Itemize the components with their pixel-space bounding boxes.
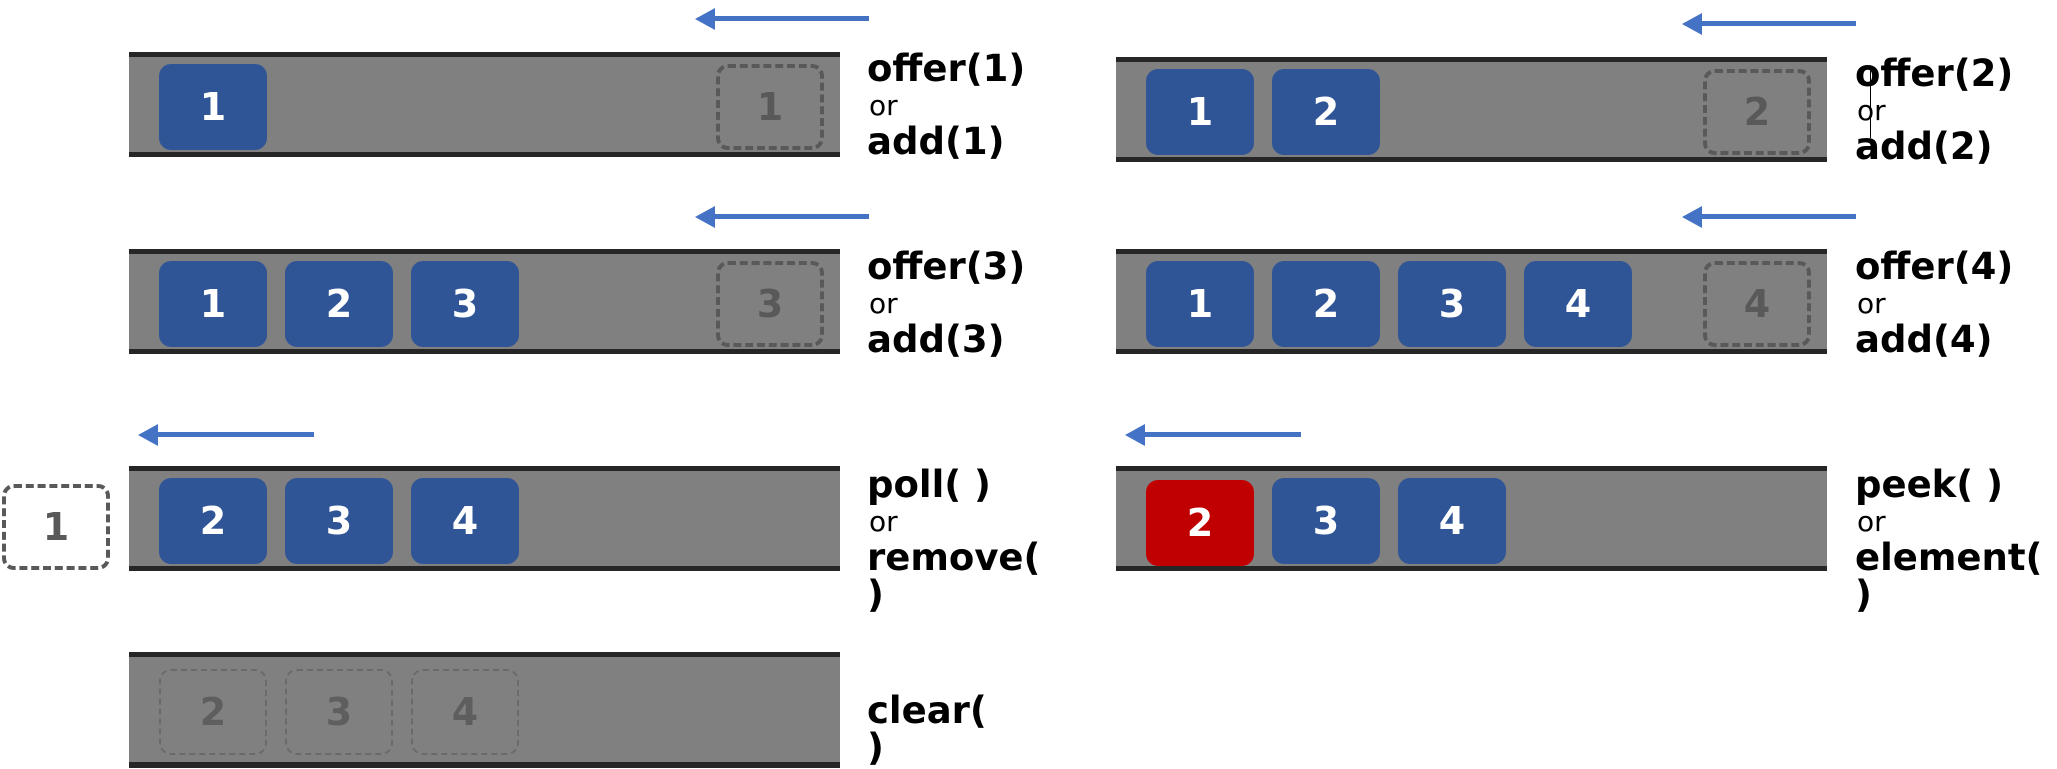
- queue-bar: 2 3 4: [1116, 466, 1827, 571]
- operation-or: or: [869, 89, 898, 122]
- operation-or: or: [1857, 505, 1886, 538]
- front-arrow: [1125, 423, 1301, 446]
- queue-element: 1: [159, 261, 267, 347]
- queue-bar: 1 2 2: [1116, 57, 1827, 162]
- operation-secondary: add(4): [1855, 318, 1993, 361]
- operation-or: or: [869, 287, 898, 320]
- incoming-element: 4: [1703, 261, 1811, 347]
- remove-arrow: [138, 423, 314, 446]
- queue-element: 4: [411, 478, 519, 564]
- operation-or: or: [869, 505, 898, 538]
- queue-element: 1: [159, 64, 267, 150]
- head-element: 2: [1146, 480, 1254, 566]
- queue-element: 2: [1272, 69, 1380, 155]
- operation-or: or: [1857, 287, 1886, 320]
- operation-primary: clear( ): [867, 689, 987, 769]
- queue-bar: 1 2 3 3: [129, 249, 840, 354]
- cleared-element: 4: [411, 669, 519, 755]
- operation-label: offer(4) or add(4): [1855, 248, 2013, 358]
- queue-element: 3: [411, 261, 519, 347]
- queue-element: 4: [1524, 261, 1632, 347]
- queue-bar: 1 2 3 4 4: [1116, 249, 1827, 354]
- operation-label: peek( ) or element( ): [1855, 466, 2042, 613]
- operation-label: poll( ) or remove( ): [867, 466, 1040, 613]
- insert-arrow: [1682, 12, 1856, 35]
- queue-element: 1: [1146, 261, 1254, 347]
- insert-arrow: [695, 7, 869, 30]
- operation-secondary: add(3): [867, 318, 1005, 361]
- queue-bar: 2 3 4: [129, 652, 840, 768]
- operation-primary: peek( ): [1855, 463, 2003, 506]
- queue-bar: 2 3 4: [129, 466, 840, 571]
- operation-primary: poll( ): [867, 463, 991, 506]
- operation-primary: offer(1): [867, 47, 1026, 90]
- cleared-element: 2: [159, 669, 267, 755]
- queue-element: 2: [159, 478, 267, 564]
- queue-element: 2: [285, 261, 393, 347]
- operation-secondary: element( ): [1855, 536, 2043, 616]
- queue-element: 1: [1146, 69, 1254, 155]
- operation-secondary: add(2): [1855, 125, 1993, 168]
- operation-secondary: add(1): [867, 120, 1005, 163]
- cleared-element: 3: [285, 669, 393, 755]
- operation-primary: offer(4): [1855, 245, 2014, 288]
- queue-element: 4: [1398, 478, 1506, 564]
- operation-label: offer(2) or add(2): [1855, 55, 2013, 165]
- queue-bar: 1 1: [129, 52, 840, 157]
- incoming-element: 3: [716, 261, 824, 347]
- insert-arrow: [695, 205, 869, 228]
- queue-element: 3: [1398, 261, 1506, 347]
- queue-element: 3: [285, 478, 393, 564]
- operation-label: clear( ): [867, 692, 987, 766]
- queue-element: 2: [1272, 261, 1380, 347]
- queue-element: 3: [1272, 478, 1380, 564]
- incoming-element: 1: [716, 64, 824, 150]
- operation-label: offer(1) or add(1): [867, 50, 1025, 160]
- incoming-element: 2: [1703, 69, 1811, 155]
- operation-secondary: remove( ): [867, 536, 1041, 616]
- operation-primary: offer(3): [867, 245, 1026, 288]
- operation-primary: offer(2): [1855, 52, 2014, 95]
- operation-or: or: [1857, 94, 1886, 127]
- text-cursor: [1870, 66, 1871, 138]
- operation-label: offer(3) or add(3): [867, 248, 1025, 358]
- insert-arrow: [1682, 205, 1856, 228]
- outgoing-element: 1: [2, 484, 110, 570]
